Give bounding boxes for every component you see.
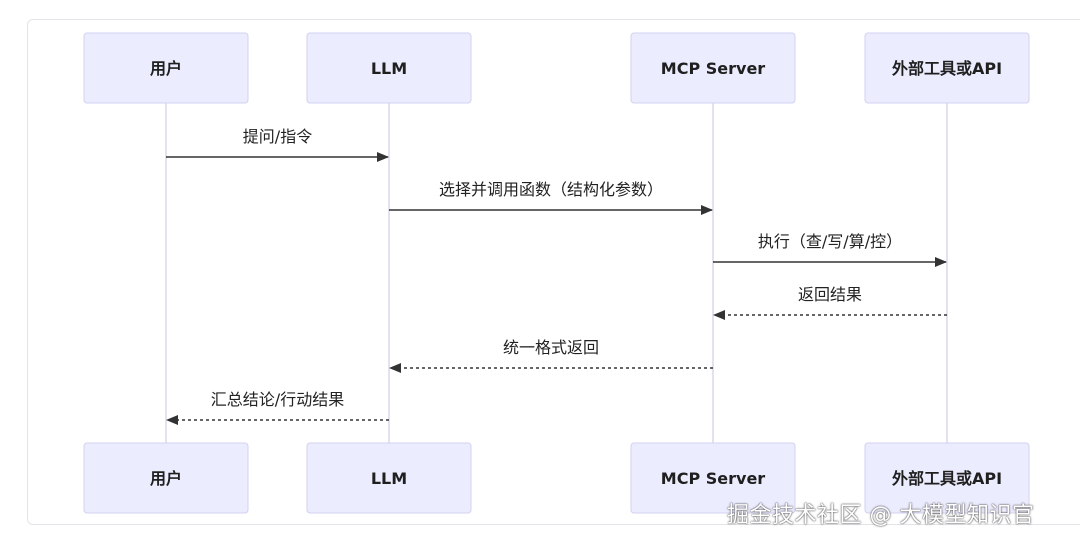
message-label-2: 选择并调用函数（结构化参数） — [439, 180, 663, 199]
watermark: 掘金技术社区 @ 大模型知识官 — [727, 503, 1035, 528]
actor-box-llm-bottom — [306, 442, 472, 514]
actors-bottom: 用户 LLM MCP Server 外部工具或API — [83, 442, 1030, 514]
message-label-3: 执行（查/写/算/控） — [758, 232, 902, 251]
message-6: 汇总结论/行动结果 — [166, 390, 389, 425]
actor-box-user-top — [83, 32, 249, 104]
actor-box-ext-top — [864, 32, 1030, 104]
actor-box-user-bottom — [83, 442, 249, 514]
actor-ext-bottom: 外部工具或API — [864, 442, 1030, 514]
actors-top: 用户 LLM MCP Server 外部工具或API — [83, 32, 1030, 104]
message-5: 统一格式返回 — [389, 338, 713, 373]
message-3: 执行（查/写/算/控） — [713, 232, 947, 267]
actor-mcp-bottom: MCP Server — [630, 442, 796, 514]
message-label-6: 汇总结论/行动结果 — [211, 390, 344, 409]
actor-user-bottom: 用户 — [83, 442, 249, 514]
message-label-4: 返回结果 — [798, 285, 862, 304]
actor-ext-top: 外部工具或API — [864, 32, 1030, 104]
message-1: 提问/指令 — [166, 127, 389, 162]
actor-label-ext-top: 外部工具或API — [891, 59, 1002, 78]
actor-label-mcp-top: MCP Server — [661, 59, 766, 78]
actor-mcp-top: MCP Server — [630, 32, 796, 104]
actor-user-top: 用户 — [83, 32, 249, 104]
message-4: 返回结果 — [713, 285, 947, 320]
actor-box-mcp-bottom — [630, 442, 796, 514]
message-2: 选择并调用函数（结构化参数） — [389, 180, 713, 215]
actor-llm-top: LLM — [306, 32, 472, 104]
actor-box-llm-top — [306, 32, 472, 104]
actor-label-llm-top: LLM — [371, 59, 407, 78]
actor-label-user-bottom: 用户 — [150, 469, 182, 488]
actor-label-user-top: 用户 — [150, 59, 182, 78]
actor-label-mcp-bottom: MCP Server — [661, 469, 766, 488]
message-label-5: 统一格式返回 — [503, 338, 599, 357]
actor-label-llm-bottom: LLM — [371, 469, 407, 488]
actor-box-mcp-top — [630, 32, 796, 104]
actor-label-ext-bottom: 外部工具或API — [891, 469, 1002, 488]
actor-box-ext-bottom — [864, 442, 1030, 514]
lifelines — [165, 103, 948, 443]
message-label-1: 提问/指令 — [243, 127, 312, 146]
actor-llm-bottom: LLM — [306, 442, 472, 514]
